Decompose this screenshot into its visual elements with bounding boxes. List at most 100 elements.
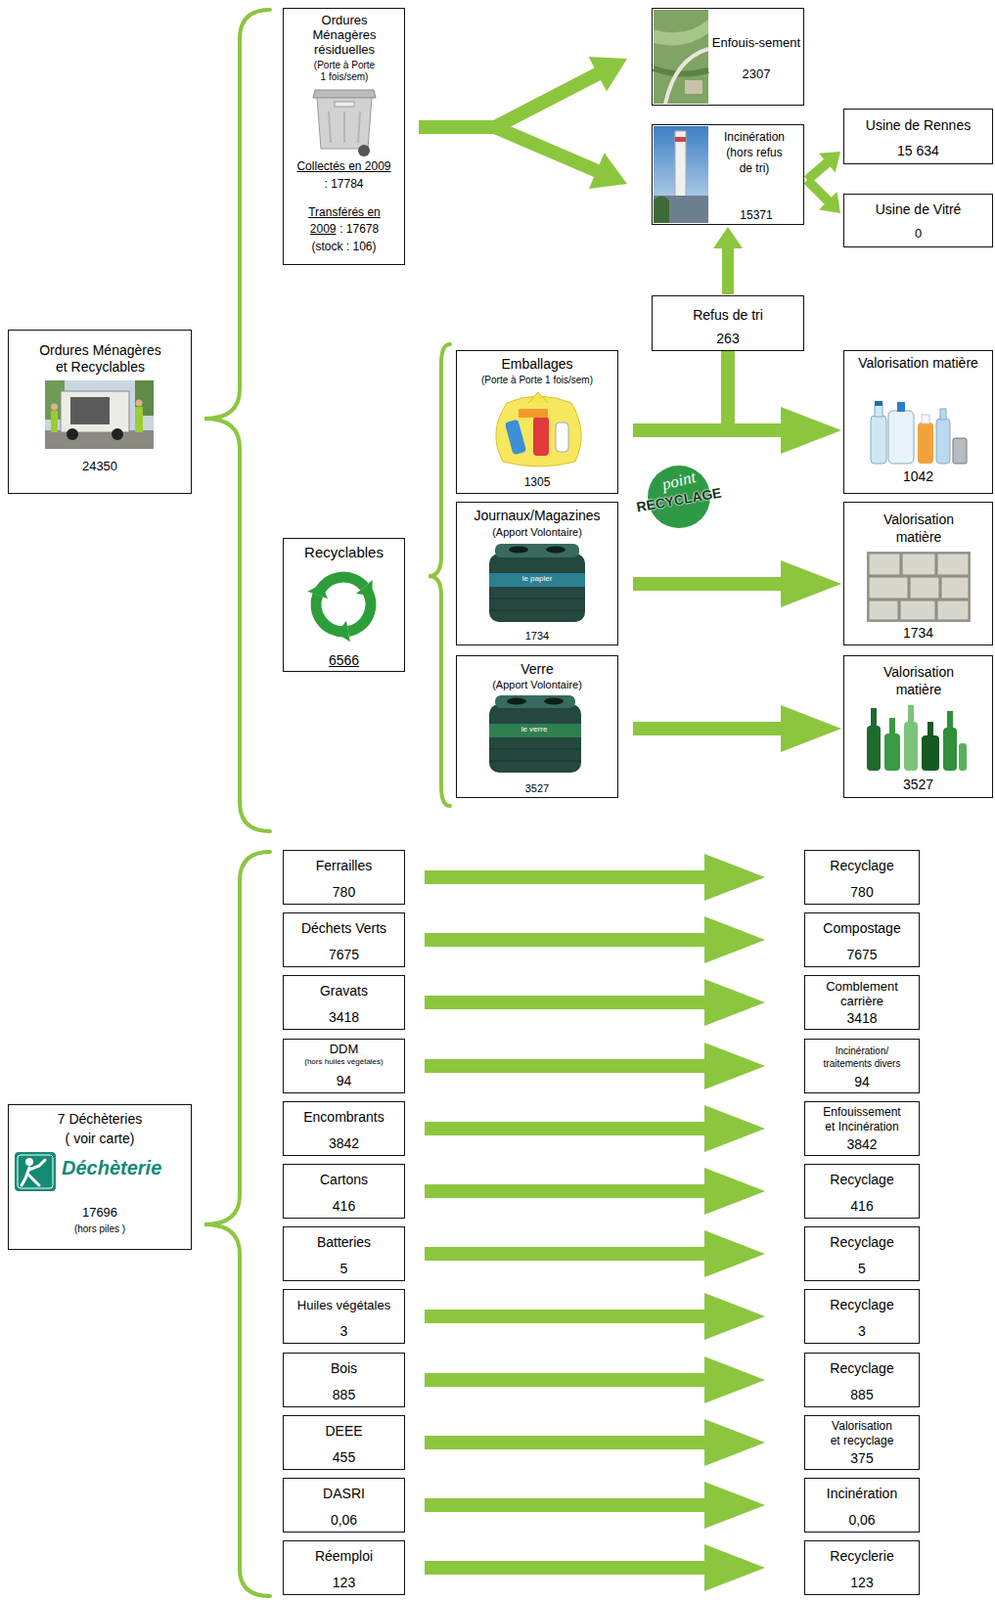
arrow-shaft: [633, 351, 728, 431]
text-line: (stock : 106): [285, 239, 403, 254]
flow-arrow: [424, 916, 766, 964]
paper-bin-photo: [489, 553, 586, 623]
bin-photo: [328, 111, 361, 143]
text-line: Enfouis-sement: [711, 35, 802, 51]
box-label: Ordures Ménagères résiduelles: [312, 12, 376, 57]
paper-bales-photo: [941, 577, 969, 599]
treatment-box: Recyclage780: [804, 850, 920, 905]
box-value: 2307: [742, 66, 771, 82]
text-line: DEEE: [285, 1423, 403, 1441]
box-value: 455: [332, 1449, 356, 1466]
text-line: (hors huiles végétales): [285, 1057, 403, 1068]
arrow-shaft: [424, 870, 707, 885]
text-line: Recyclage: [807, 1234, 917, 1252]
arrow-shaft: [633, 577, 783, 591]
paper-bales-photo: [900, 600, 936, 621]
plastic-bottles-photo: [897, 402, 905, 412]
yellow-bag-photo: [496, 392, 582, 467]
text-line: Refus de tri: [654, 307, 802, 324]
arrow-head: [704, 1230, 766, 1278]
text-line: ( voir carte): [10, 1130, 189, 1148]
arrow-shaft: [424, 933, 707, 948]
text-line: 780: [285, 884, 403, 902]
box-value: 5: [340, 1261, 349, 1277]
box-value: 7675: [328, 947, 360, 963]
text-line: 1734: [458, 630, 616, 643]
text-line: Transférés en 2009: 17678: [300, 204, 389, 238]
text-line: Encombrants: [285, 1109, 403, 1127]
text-line: 123: [285, 1575, 403, 1592]
text-line: Ordures Ménagères et Recyclables: [34, 342, 167, 376]
arrow-shaft: [424, 1373, 707, 1388]
landfill-photo: [665, 48, 709, 104]
waste-stream-box: Déchets Verts 7675: [282, 912, 406, 968]
bin-label: le verre: [499, 724, 569, 735]
box-label: Recyclables: [304, 543, 384, 561]
truck-photo: [60, 391, 130, 433]
arrow-head: [780, 705, 842, 753]
arrow-shaft: [424, 1310, 707, 1324]
box-label: Déchèterie: [61, 1157, 162, 1179]
text-line: Incinération: [807, 1486, 917, 1503]
flow-arrow: [424, 1544, 766, 1592]
text-line: Recyclables: [285, 543, 403, 562]
treatment-box: Enfouis-sement 2307: [651, 7, 805, 106]
arrow-head: [780, 407, 842, 454]
arrow-head: [780, 560, 842, 608]
box-label: Incinération (hors refus de tri): [723, 130, 785, 176]
treatment-box: Recyclage 885: [804, 1353, 920, 1408]
plastic-bottles-photo: [917, 422, 934, 464]
truck-photo: [66, 428, 79, 441]
text-line: Usine de Rennes: [846, 117, 991, 135]
incinerator-photo: [653, 195, 709, 224]
reject-box: Refus de tri263: [651, 295, 805, 352]
plastic-bottles-photo: [874, 405, 883, 417]
text-line: 3527: [846, 776, 991, 794]
text-line: Déchets Verts: [285, 920, 403, 938]
box-label: 7 Déchèteries: [57, 1111, 142, 1128]
text-line: Déchèterie: [61, 1156, 187, 1180]
text-line: 0,06: [285, 1512, 403, 1530]
glass-bin-photo: [489, 695, 582, 773]
box-value: 94: [854, 1074, 870, 1090]
arrow-head: [704, 1042, 766, 1090]
text-line: Bois: [285, 1360, 403, 1378]
box-label: Usine de Rennes: [865, 117, 971, 134]
box-label: Refus de tri: [692, 307, 764, 323]
recycle-symbol: [344, 590, 379, 636]
text-line: DDM: [285, 1041, 403, 1058]
text-line: Compostage: [807, 920, 917, 938]
recycle-symbol: [309, 592, 344, 638]
waste-stream-box: Encombrants 3842: [282, 1101, 406, 1157]
yellow-bag-photo: [496, 396, 582, 467]
glass-bottles-photo: [947, 711, 953, 730]
box-label: Collectés en 2009: [296, 159, 391, 174]
box-label: (Apport Volontaire): [492, 678, 583, 691]
brace-bracket: [204, 9, 271, 832]
text-line: 7 Déchèteries: [10, 1111, 189, 1129]
box-value: 0,06: [330, 1512, 358, 1529]
bin-photo: [313, 90, 376, 157]
text-line: 24350: [10, 458, 189, 475]
flow-arrow: [807, 151, 841, 181]
box-label: Batteries: [316, 1234, 371, 1251]
waste-stream-box: DASRI0,06: [282, 1478, 406, 1534]
box-label: Bois: [330, 1360, 358, 1377]
box-value: 0,06: [848, 1512, 875, 1529]
arrow-head: [704, 1419, 766, 1467]
arrow-head: [818, 191, 841, 214]
bin-label: le papier: [502, 574, 572, 585]
point-recyclage-logo: [647, 465, 711, 529]
box-value: 17696: [82, 1205, 118, 1221]
box-label: Recyclage: [829, 1360, 894, 1377]
box-label: Ordures Ménagères et Recyclables: [39, 342, 162, 375]
text-line: 15371: [711, 208, 802, 223]
box-value: 780: [332, 884, 356, 901]
text-line: 123: [807, 1575, 917, 1592]
box-value: 885: [850, 1387, 873, 1403]
bin-photo: [358, 144, 370, 157]
box-value: 3842: [328, 1135, 360, 1152]
recycle-symbol: [319, 577, 365, 591]
box-value: 416: [332, 1198, 356, 1215]
